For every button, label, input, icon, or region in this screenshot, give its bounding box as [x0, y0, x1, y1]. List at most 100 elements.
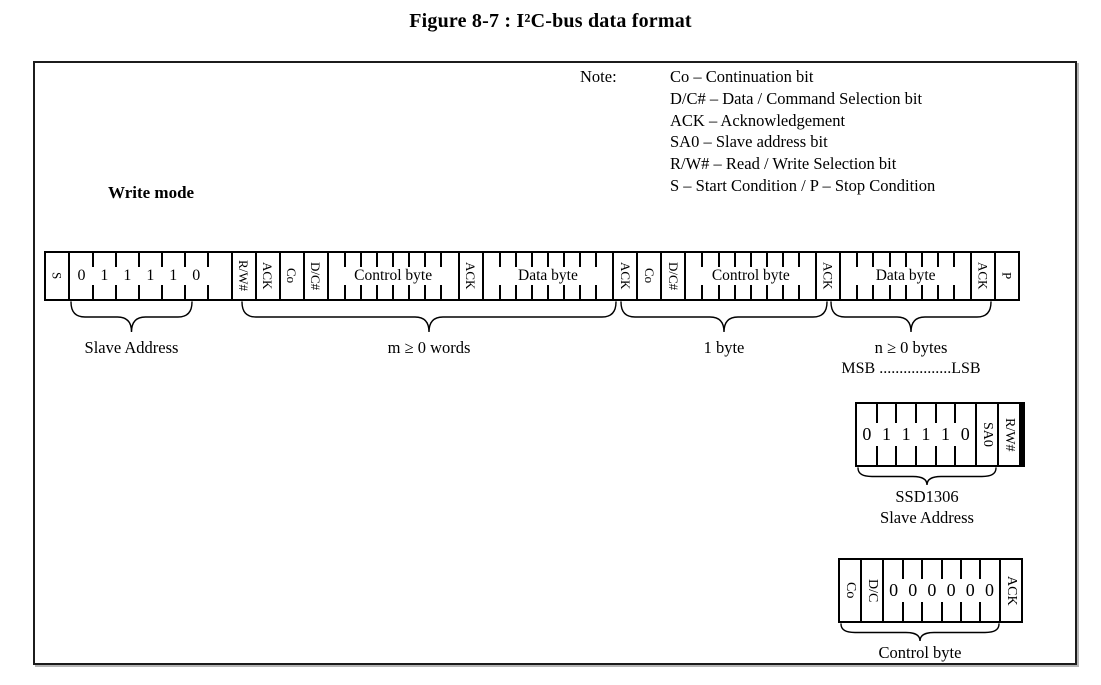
- bit-cell: 0: [921, 560, 941, 621]
- bit-cell: 1: [91, 253, 116, 299]
- cell-ack: ACK: [457, 253, 482, 299]
- bit-cell: 1: [875, 404, 897, 465]
- bit-cell: 1: [934, 404, 956, 465]
- bit-cell: [936, 253, 954, 299]
- cell-p: P: [994, 253, 1018, 299]
- note-line: D/C# – Data / Command Selection bit: [670, 88, 923, 108]
- flag-label: R/W#: [236, 260, 252, 292]
- field-label: Data byte: [875, 267, 936, 284]
- bit-cell: [782, 253, 799, 299]
- note-block: Note: Co – Continuation bit D/C# – Data …: [580, 66, 935, 197]
- byte-field-controlbyte: Control byte: [326, 253, 458, 299]
- cell-rw: R/W#: [230, 253, 255, 299]
- flag-label: P: [999, 272, 1015, 280]
- bit-cell: [424, 253, 441, 299]
- bit-cell: [717, 253, 735, 299]
- cell-co: Co: [278, 253, 303, 299]
- bit-cell: [498, 253, 516, 299]
- cell-dc: D/C#: [660, 253, 684, 299]
- cell-ack: ACK: [970, 253, 994, 299]
- cell-ack: ACK: [999, 560, 1021, 621]
- control-byte-caption: Control byte: [878, 643, 962, 662]
- slave-address-caption: Slave Address: [880, 508, 974, 527]
- note-line: ACK – Acknowledgement: [670, 110, 846, 130]
- flag-label: Co: [843, 582, 858, 599]
- flag-label: ACK: [975, 262, 991, 290]
- note-line: Co – Continuation bit: [670, 67, 814, 86]
- cell-ack: ACK: [815, 253, 839, 299]
- bit-cell: [595, 253, 612, 299]
- bit-cell: [733, 253, 751, 299]
- flag-label: ACK: [463, 262, 479, 290]
- bit-cell: 0: [77, 267, 86, 284]
- brace-label: 1 byte: [703, 338, 745, 357]
- bit-cell: 0: [889, 580, 899, 600]
- bit-cell: 0: [959, 560, 980, 621]
- bit-cell: 0: [954, 404, 975, 465]
- msb-lsb-label: MSB ..................LSB: [841, 360, 981, 377]
- bit-cell: [798, 253, 815, 299]
- note-label: Note:: [580, 67, 617, 86]
- bit-cell: [408, 253, 425, 299]
- bit-cell: [872, 253, 889, 299]
- brace-label: Slave Address: [84, 338, 179, 357]
- underbrace: [830, 301, 992, 333]
- bit-cell: [579, 253, 596, 299]
- cell-s: S: [46, 253, 68, 299]
- bit-cell: [904, 253, 922, 299]
- bit-cell: [440, 253, 457, 299]
- bit-cell: [920, 253, 938, 299]
- bit-cell: 1: [137, 253, 162, 299]
- bit-cell: [856, 253, 873, 299]
- byte-field-controlbyte: Control byte: [684, 253, 815, 299]
- brace-group-slave-address: Slave Address: [70, 301, 193, 358]
- flag-label: D/C: [865, 578, 880, 603]
- field-label: Control byte: [354, 267, 433, 284]
- flag-label: R/W#: [1002, 417, 1017, 452]
- bit-cell: [563, 253, 580, 299]
- bit-cell: 0: [862, 424, 872, 444]
- note-line: R/W# – Read / Write Selection bit: [670, 154, 897, 174]
- byte-field-databyte: Data byte: [481, 253, 613, 299]
- bit-cell: [749, 253, 767, 299]
- byte-field-databyte: Data byte: [839, 253, 970, 299]
- brace-label: n ≥ 0 bytes: [874, 338, 948, 357]
- bit-cell: [359, 253, 377, 299]
- bit-cell: [514, 253, 532, 299]
- bit-cell: [530, 253, 548, 299]
- brace-group-m-words: m ≥ 0 words: [241, 301, 617, 358]
- bit-cell: [952, 253, 970, 299]
- brace-group-one-byte: 1 byte: [620, 301, 828, 358]
- underbrace: [840, 623, 1000, 642]
- bit-cell: [343, 253, 361, 299]
- flag-label: D/C#: [308, 261, 324, 291]
- flag-label: Co: [641, 268, 657, 284]
- bit-cell: [701, 253, 718, 299]
- bit-cell: [206, 253, 231, 299]
- cell-dc: D/C: [860, 560, 882, 621]
- figure-frame: [33, 61, 1077, 665]
- bit-cell: 0: [183, 253, 208, 299]
- cell-co: Co: [840, 560, 860, 621]
- flag-label: ACK: [1004, 575, 1019, 606]
- field-label: Control byte: [711, 267, 790, 284]
- underbrace: [70, 301, 193, 333]
- figure-title: Figure 8-7 : I²C-bus data format: [409, 10, 692, 32]
- flag-label: Co: [284, 268, 300, 284]
- cell-sa0: SA0: [975, 404, 997, 465]
- field-label: Data byte: [518, 267, 578, 284]
- bit-cell: [376, 253, 393, 299]
- bit-cell: 1: [895, 404, 916, 465]
- flag-label: S: [49, 272, 65, 280]
- bit-cell: [765, 253, 783, 299]
- brace-group-n-bytes: n ≥ 0 bytes MSB ..................LSB: [830, 301, 992, 378]
- bit-cell: 0: [978, 560, 999, 621]
